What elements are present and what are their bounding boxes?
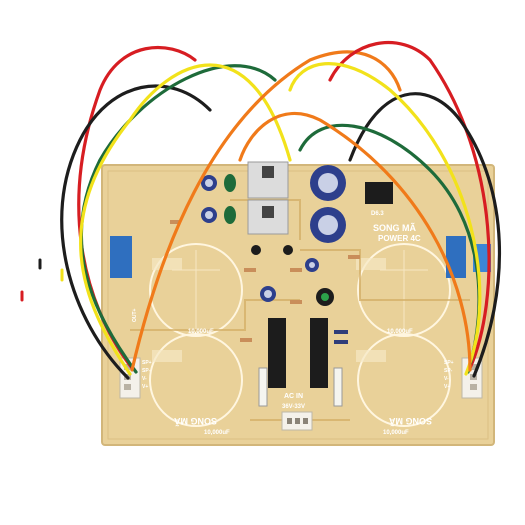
black-wire-left	[60, 84, 212, 380]
black-capacitor	[316, 288, 334, 306]
small-transistor-2	[283, 245, 293, 255]
small-capacitor-2	[201, 207, 217, 223]
left-trimmer-block	[110, 236, 132, 278]
small-capacitor-4	[305, 258, 319, 272]
right-v-minus: V-	[444, 376, 449, 382]
green-capacitor-2	[224, 206, 236, 224]
filter-capacitor-footprints	[149, 243, 451, 427]
brand-label: SONG MÃ	[373, 223, 417, 233]
resistors	[170, 220, 360, 344]
heatsink-bottom	[247, 199, 289, 235]
wire-bundle	[60, 41, 502, 380]
power-transistor-left	[268, 318, 286, 388]
heatsink-top	[247, 161, 289, 199]
cap-value-1: 10,000uF	[188, 329, 214, 335]
pcb-board	[101, 164, 495, 446]
right-trimmer-block	[446, 236, 466, 278]
fuse-left	[258, 367, 268, 407]
black-wire-right	[348, 92, 502, 378]
cap-value-2: 10,000uF	[387, 329, 413, 335]
yellow-wire-left	[79, 63, 292, 376]
large-capacitor-top	[310, 165, 346, 201]
small-capacitor-1	[201, 175, 217, 191]
yellow-wire-right	[288, 62, 482, 376]
right-sp-minus: SP-	[444, 368, 453, 374]
brand-rotated-right: SONG MÃ	[388, 416, 432, 426]
left-sp-plus: SP+	[142, 360, 152, 366]
ac-input-terminal	[281, 411, 313, 431]
right-sp-plus: SP+	[444, 360, 454, 366]
brand-rotated-left: SONG MÃ	[173, 416, 217, 426]
left-v-plus: V+	[142, 384, 148, 390]
small-capacitor-3	[260, 286, 276, 302]
cap-value-4: 10,000uF	[383, 430, 409, 436]
right-v-plus: V+	[444, 384, 450, 390]
ac-voltage-label: 36V-33V	[282, 404, 305, 410]
bridge-rectifier	[365, 182, 393, 204]
left-sp-minus: SP-	[142, 368, 151, 374]
cap-value-3: 10,000uF	[204, 430, 230, 436]
left-v-minus: V-	[142, 376, 147, 382]
d-label: D6.3	[371, 211, 384, 217]
wire-tips	[20, 258, 64, 302]
ac-in-label: AC IN	[284, 393, 303, 400]
power-transistor-right	[310, 318, 328, 388]
fuse-right	[333, 367, 343, 407]
orange-wire-center	[130, 50, 402, 372]
left-out-label: OUT+	[132, 308, 138, 322]
large-capacitor-bottom	[310, 207, 346, 243]
orange-wire-right	[238, 112, 472, 372]
small-transistor-1	[251, 245, 261, 255]
model-label: POWER 4C	[378, 234, 421, 243]
red-wire-right	[328, 41, 491, 370]
green-capacitor-1	[224, 174, 236, 192]
